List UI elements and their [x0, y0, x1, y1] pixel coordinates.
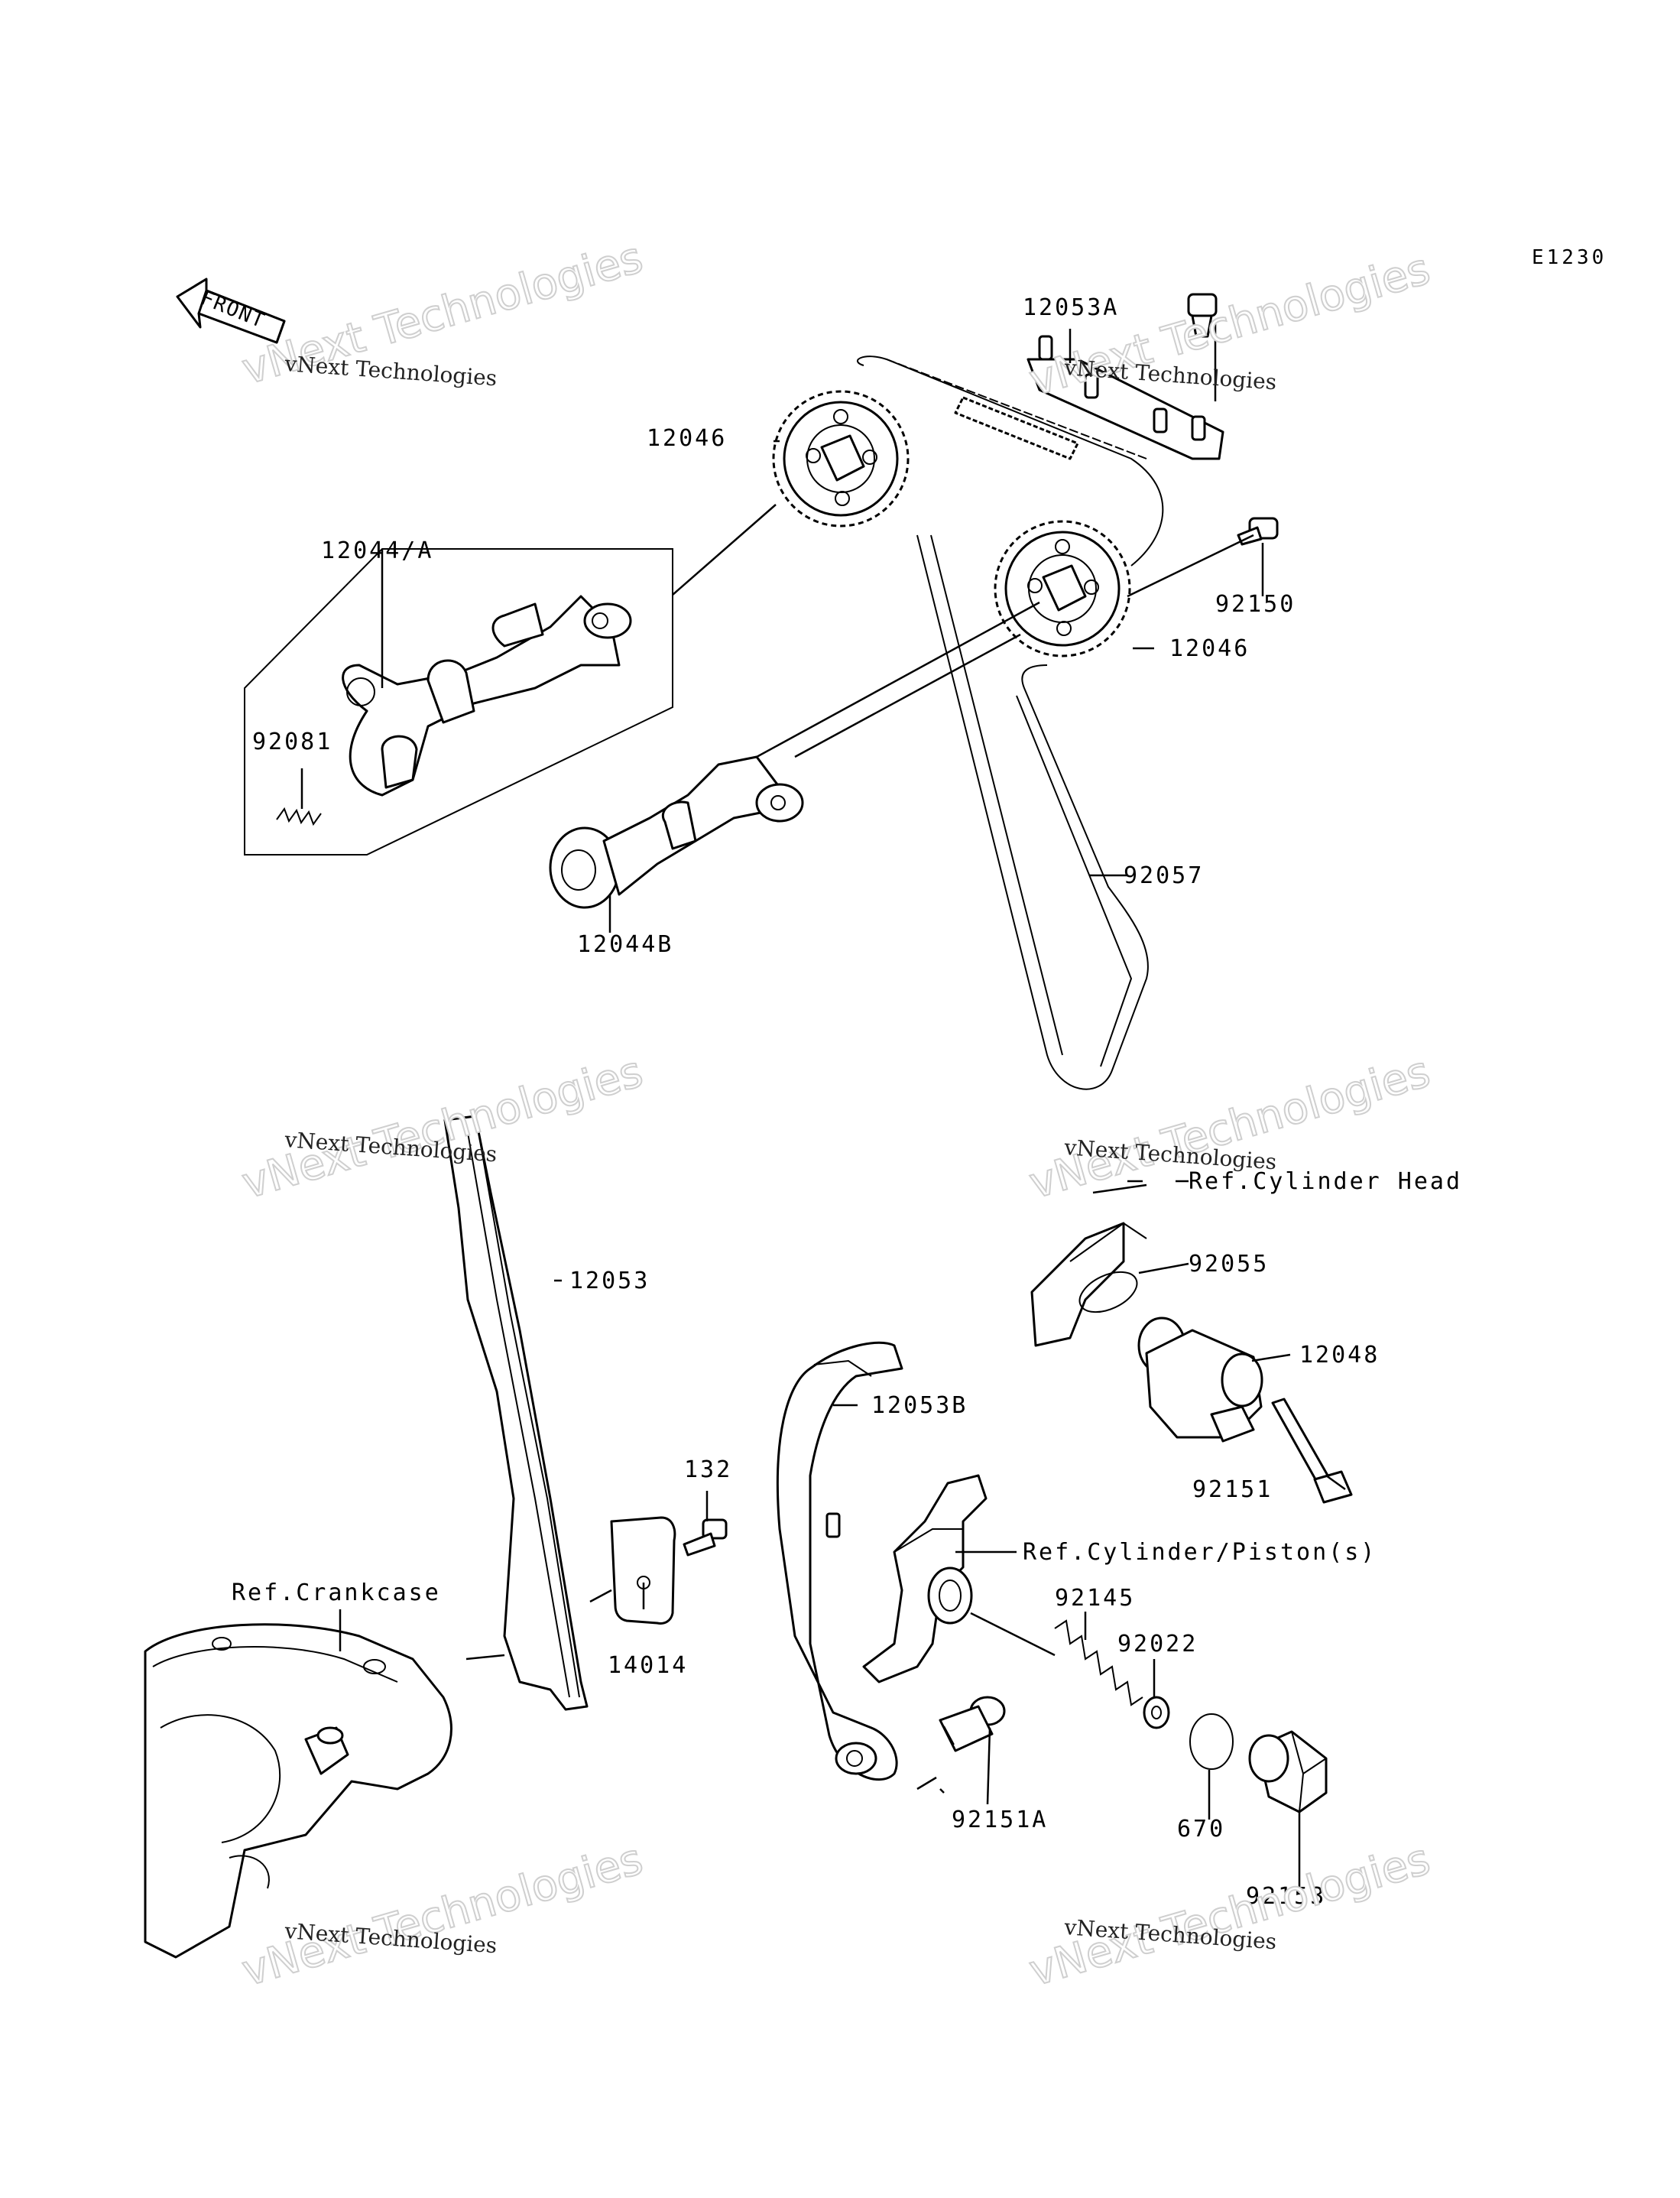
label-12053a: 12053A: [1023, 294, 1119, 321]
watermark-top-right: vNext Technologies vNext Technologies: [1023, 243, 1436, 407]
bolt-92151a: [939, 1696, 1006, 1752]
chain-guide-12053: [443, 1115, 589, 1711]
timing-chain: [857, 356, 1164, 1090]
label-92055: 92055: [1189, 1251, 1269, 1278]
watermark-mid-left: vNext Technologies vNext Technologies: [236, 1046, 649, 1209]
diagram-code: E1230: [1532, 246, 1607, 269]
cam-sprocket-left: [772, 390, 910, 528]
cam-sprocket-right: [994, 520, 1131, 657]
washer-92022: [1143, 1696, 1170, 1729]
leader-lines: [300, 321, 1346, 1888]
label-92151: 92151: [1192, 1476, 1273, 1503]
label-132: 132: [684, 1456, 732, 1483]
tensioner-12048: [1137, 1317, 1263, 1443]
part-labels: 12053A 12046 12044/A 92150 12046 92081 9…: [232, 294, 1462, 1910]
camshaft-assembly-box: [244, 548, 673, 855]
label-12053: 12053: [569, 1268, 650, 1294]
chain-guide-12053b: [776, 1341, 903, 1781]
label-92022: 92022: [1117, 1631, 1198, 1657]
label-92151a: 92151A: [952, 1807, 1048, 1833]
bolt-92151: [1271, 1398, 1353, 1504]
label-12048: 12048: [1299, 1342, 1380, 1368]
label-12053b: 12053B: [871, 1392, 968, 1419]
bolt-132: [683, 1518, 728, 1557]
label-14014: 14014: [608, 1652, 688, 1679]
spring-92081: [276, 807, 322, 826]
label-670: 670: [1177, 1816, 1225, 1842]
watermark-bottom-right: vNext Technologies vNext Technologies: [1023, 1833, 1436, 1997]
label-12044b: 12044B: [577, 931, 673, 958]
crankcase-ref: [144, 1623, 452, 1959]
label-ref-crankcase: Ref.Crankcase: [232, 1580, 441, 1606]
cylinder-head-ref: [1030, 1222, 1147, 1347]
watermark-bottom-left: vNext Technologies vNext Technologies: [236, 1833, 649, 1997]
camshaft-12044b: [549, 755, 804, 909]
cylinder-piston-ref: [862, 1474, 988, 1683]
label-12044a: 12044/A: [321, 537, 433, 564]
label-12046-top: 12046: [647, 425, 727, 452]
label-ref-cylinder-head: Ref.Cylinder Head: [1189, 1168, 1462, 1195]
label-92057: 92057: [1124, 862, 1204, 889]
plate-14014: [610, 1516, 676, 1625]
label-92153: 92153: [1246, 1883, 1326, 1910]
label-12046-right: 12046: [1169, 635, 1250, 662]
cap-bolt-92153: [1248, 1730, 1328, 1813]
chain-guide-upper: [1026, 293, 1224, 460]
label-92150: 92150: [1215, 591, 1296, 618]
label-92145: 92145: [1055, 1585, 1135, 1612]
spring-92145: [1054, 1619, 1143, 1706]
watermark-small-text: vNext Technologies: [284, 351, 498, 391]
gasket-92055: [1078, 1271, 1138, 1313]
o-ring-670: [1189, 1713, 1234, 1770]
label-92081: 92081: [252, 729, 332, 755]
front-arrow-icon: FRONT: [176, 278, 286, 344]
watermark-top-left: vNext Technologies vNext Technologies: [236, 232, 649, 395]
watermark-big-text: vNext Technologies: [237, 1834, 648, 1996]
label-ref-cylinder-piston: Ref.Cylinder/Piston(s): [1023, 1539, 1377, 1566]
